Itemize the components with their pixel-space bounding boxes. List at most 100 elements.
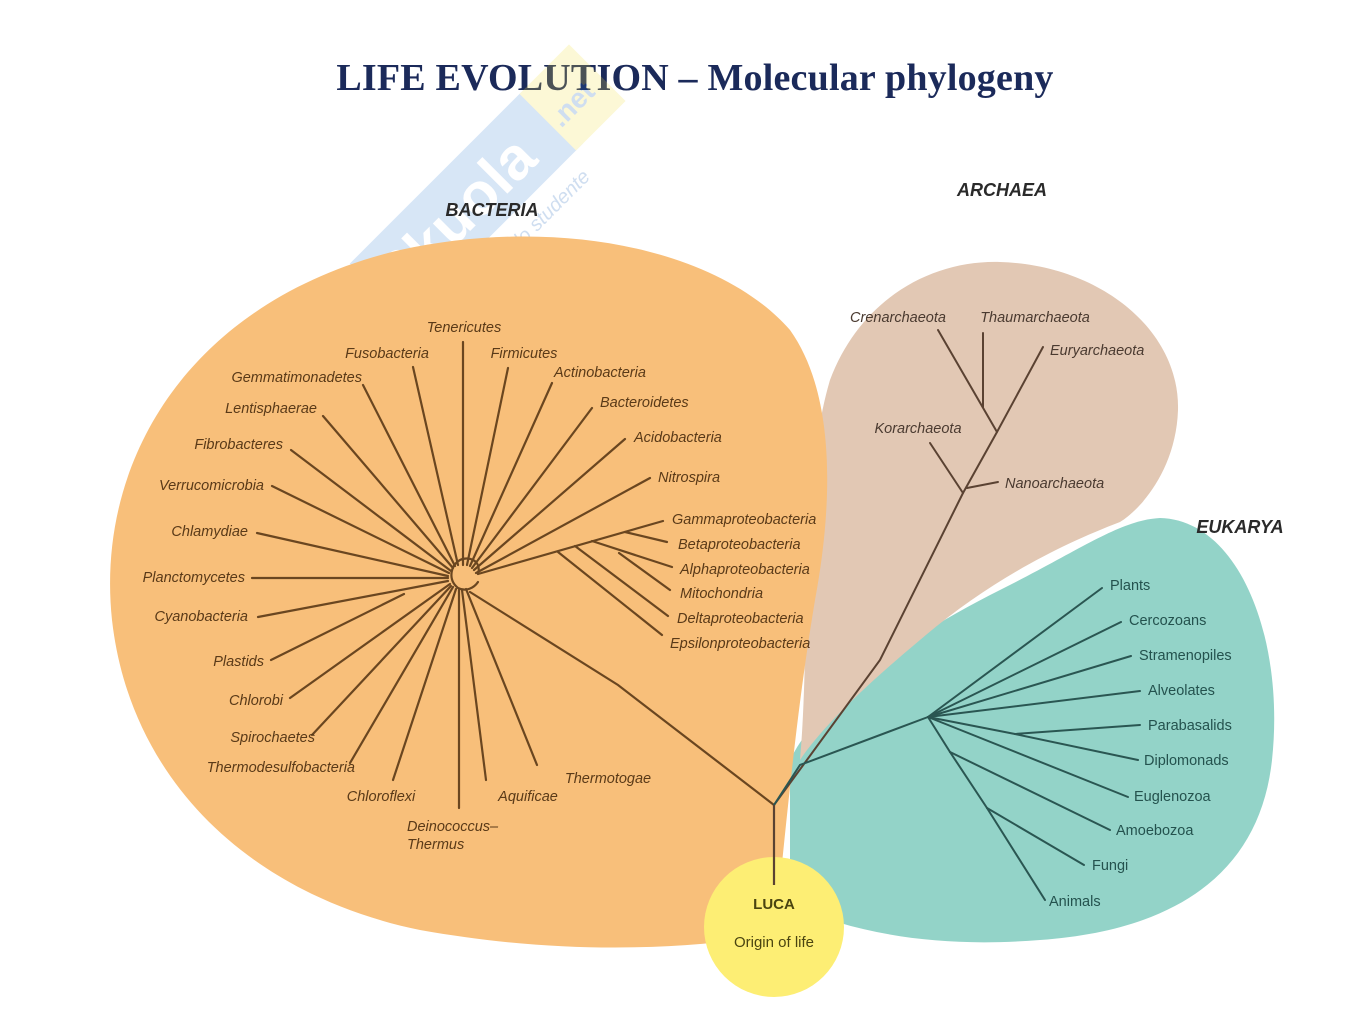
branch-firmicutes [465,366,510,567]
bacteria-branches [250,340,776,810]
taxon-label: Chlorobi [229,693,284,709]
taxon-label: Alveolates [1148,683,1215,699]
taxon-label: Epsilonproteobacteria [670,636,810,652]
taxon-label: Deinococcus– [407,819,499,835]
branch-gemmatimonadetes [361,383,457,568]
branch-acidobacteria [472,437,627,572]
branch-fibrobacteres [289,448,453,573]
taxon-label: Nitrospira [658,470,720,486]
taxon-label: Plants [1110,578,1150,594]
taxon-label: Cyanobacteria [155,609,249,625]
luca-circle [704,857,844,997]
taxon-label: Stramenopiles [1139,648,1232,664]
eukarya-trunk [773,716,929,806]
archaea-branches [773,329,1044,806]
archaea-labels: Crenarchaeota Thaumarchaeota Euryarchaeo… [850,310,1144,492]
taxon-label: Bacteroidetes [600,395,689,411]
branch-unikont-stem [927,716,951,753]
branch-verrucomicrobia [270,484,451,575]
taxon-label: Thermus [407,837,464,853]
branch-nitrospira [474,476,652,575]
taxon-label: Cercozoans [1129,613,1206,629]
taxon-label: Amoebozoa [1116,823,1194,839]
branch-fungi [986,807,1085,866]
branch-gamma-beta [623,530,669,544]
branch-mitochondria [617,551,672,592]
taxon-label: Nanoarchaeota [1005,476,1104,492]
branch-para-diplo [927,716,1016,735]
branch-animals [986,807,1046,901]
taxon-label: Aquificae [497,789,558,805]
branch-lentisphaerae [321,414,455,570]
branch-fusobacteria [411,365,460,567]
page-title: LIFE EVOLUTION – Molecular phylogeny [336,57,1054,99]
branch-korarchaeota [929,442,964,494]
eukarya-labels: Plants Cercozoans Stramenopiles Alveolat… [1049,578,1232,910]
taxon-label: Betaproteobacteria [678,537,801,553]
branch-plants [927,587,1103,718]
branch-chlorobi [288,582,452,700]
taxon-label: Euryarchaeota [1050,343,1144,359]
branch-euglenozoa [927,716,1129,798]
taxon-label: Korarchaeota [874,421,961,437]
taxon-label: Chloroflexi [347,789,416,805]
branch-plastids [269,592,406,662]
taxon-label: Gammaproteobacteria [672,512,816,528]
luca-label: LUCA [753,896,795,913]
luca-sublabel: Origin of life [734,934,814,951]
taxon-label: Parabasalids [1148,718,1232,734]
branch-epsilon [556,550,664,637]
taxon-label: Plastids [213,654,264,670]
taxon-label: Verrucomicrobia [159,478,264,494]
taxon-label: Alphaproteobacteria [679,562,810,578]
branch-proteobacteria-stem [476,519,665,576]
domain-label-eukarya: EUKARYA [1196,517,1283,537]
branch-crenarchaeota [937,329,998,433]
taxon-label: Thermotogae [565,771,651,787]
taxon-label: Thaumarchaeota [980,310,1090,326]
taxon-label: Diplomonads [1144,753,1229,769]
domain-label-bacteria: BACTERIA [446,200,539,220]
branch-parabasalids [1014,724,1141,735]
branch-delta [573,544,670,618]
taxon-label: Fungi [1092,858,1128,874]
taxon-label: Thermodesulfobacteria [207,760,355,776]
branch-thermotogae [464,587,539,767]
taxon-label: Mitochondria [680,586,763,602]
branch-diplomonads [1014,733,1139,761]
bacteria-root-loop [450,557,480,591]
eukarya-branches [773,587,1141,901]
taxon-label: Acidobacteria [633,430,722,446]
branch-nanoarchaeota [966,481,999,489]
branch-amoebozoa [949,751,1111,831]
branch-chlamydiae [255,531,450,578]
taxon-label: Gemmatimonadetes [231,370,362,386]
taxon-label: Tenericutes [427,320,501,336]
branch-cercozoans [927,621,1122,718]
branch-opisthokont [949,751,988,809]
taxon-label: Lentisphaerae [225,401,317,417]
branch-stramenopiles [927,655,1132,718]
watermark-badge-accent [519,44,626,151]
taxon-label: Animals [1049,894,1101,910]
branch-cyanobacteria [256,579,450,619]
taxon-label: Fusobacteria [345,346,429,362]
taxon-label: Planctomycetes [143,570,245,586]
eukarya-region [790,518,1275,943]
branch-spirochaetes [310,584,453,737]
branch-aquificae [460,588,488,782]
branch-alpha [590,539,674,569]
branch-actinobacteria [468,381,554,568]
archaea-region [800,261,1179,760]
taxon-label: Crenarchaeota [850,310,946,326]
bacteria-trunk [468,590,776,807]
branch-chloroflexi [391,587,458,782]
bacteria-region [110,236,828,948]
taxon-label: Deltaproteobacteria [677,611,804,627]
domain-label-archaea: ARCHAEA [956,180,1047,200]
taxon-label: Actinobacteria [553,365,646,381]
taxon-label: Euglenozoa [1134,789,1212,805]
branch-bacteroidetes [470,406,594,570]
taxon-label: Fibrobacteres [194,437,283,453]
